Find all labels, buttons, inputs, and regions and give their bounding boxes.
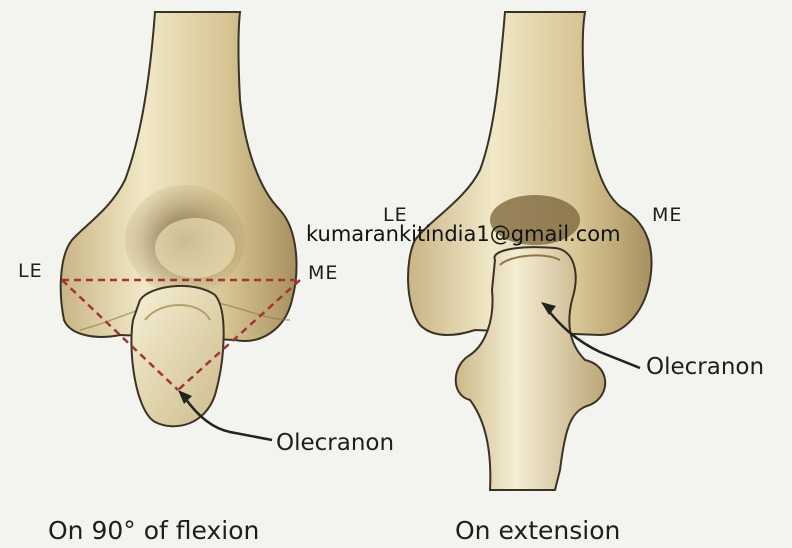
medial-epicondyle-label-left: ME [308,264,338,283]
caption-flexion: On 90° of flexion [48,518,259,543]
olecranon-label-right: Olecranon [646,356,764,379]
caption-extension: On extension [455,518,620,543]
olecranon-label-left: Olecranon [276,432,394,455]
olecranon-flexion [131,286,223,426]
medial-epicondyle-label-right: ME [652,206,682,225]
watermark-email: kumarankitindia1@gmail.com [306,224,621,245]
lateral-epicondyle-label-left: LE [18,262,43,281]
olecranon-process-left [131,286,223,426]
